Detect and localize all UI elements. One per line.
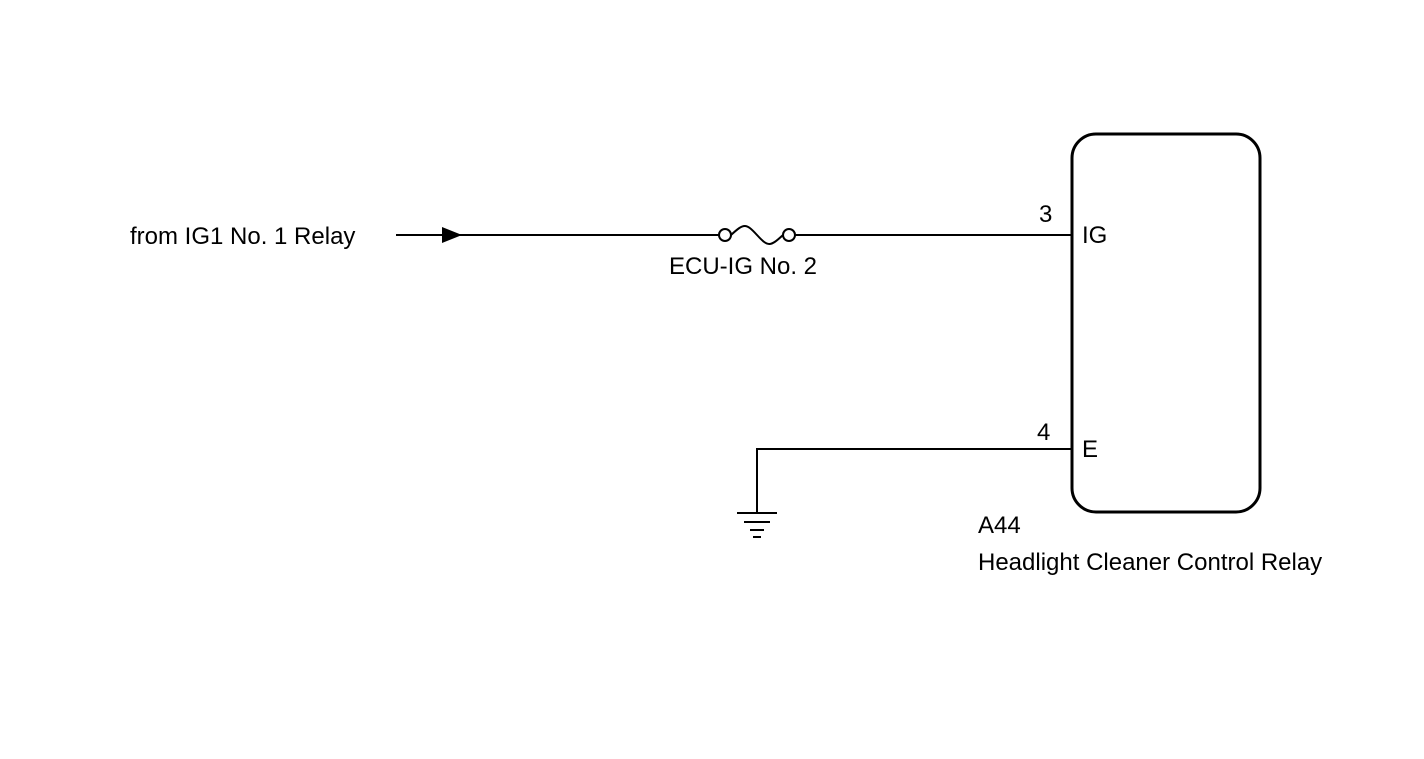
ground-wire: [756, 448, 1072, 512]
fuse-label: ECU-IG No. 2: [669, 253, 817, 280]
component-name: Headlight Cleaner Control Relay: [978, 549, 1322, 576]
pin-ig-label: IG: [1082, 222, 1107, 249]
component-code: A44: [978, 512, 1021, 539]
pin-e-label: E: [1082, 436, 1098, 463]
ground-icon: [737, 512, 777, 538]
source-label: from IG1 No. 1 Relay: [130, 223, 355, 250]
arrow-icon: [442, 227, 462, 243]
pin-3-number: 3: [1039, 201, 1052, 228]
relay-box: [1070, 132, 1262, 514]
pin-4-number: 4: [1037, 419, 1050, 446]
fuse-icon: [718, 225, 796, 245]
